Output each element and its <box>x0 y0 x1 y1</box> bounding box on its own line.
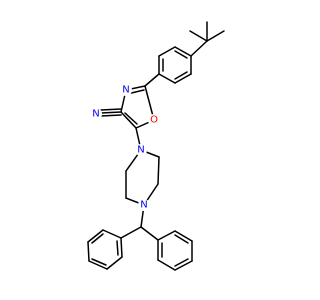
bond <box>102 229 122 239</box>
bond <box>157 156 160 185</box>
bond <box>174 234 189 244</box>
bond <box>174 260 193 271</box>
bond <box>100 108 122 111</box>
piperazine-nitrogen-top-atom: N <box>135 144 147 156</box>
bond <box>120 226 142 239</box>
bond <box>157 230 176 241</box>
atom-label: N <box>140 200 147 211</box>
bond <box>88 260 108 270</box>
bond <box>157 259 176 271</box>
bond <box>100 111 122 114</box>
bond <box>189 30 208 42</box>
atom-label: O <box>150 115 158 126</box>
bond <box>91 233 104 244</box>
bond <box>174 73 192 84</box>
oxazole-oxygen-atom: O <box>148 114 160 126</box>
bond <box>174 258 189 267</box>
oxazole-nitrogen-atom: N <box>120 84 132 96</box>
bond <box>174 230 193 242</box>
atom-label: N <box>92 109 99 120</box>
structure-diagram: N O N N N <box>87 21 225 271</box>
molecule-canvas: N O N N N <box>87 21 225 271</box>
bond <box>174 71 188 80</box>
bond <box>87 229 104 243</box>
atom-label: N <box>122 85 129 96</box>
atom-label-layer: N O N N N <box>90 84 160 211</box>
bond <box>206 30 225 42</box>
bond <box>158 46 176 57</box>
bond <box>100 114 122 117</box>
bond <box>87 241 90 262</box>
bond <box>106 256 123 270</box>
bond <box>144 73 160 87</box>
bond <box>120 237 123 258</box>
bond-layer <box>87 21 225 271</box>
bond <box>116 240 119 256</box>
bond <box>190 40 208 57</box>
bond <box>158 73 176 84</box>
bond <box>120 111 137 129</box>
nitrile-nitrogen-atom: N <box>90 108 102 120</box>
atom-label: N <box>137 145 144 156</box>
bond <box>174 50 188 59</box>
bond <box>91 258 107 266</box>
bond <box>140 226 159 241</box>
piperazine-nitrogen-bottom-atom: N <box>138 199 150 211</box>
bond <box>174 46 192 57</box>
bond <box>124 112 138 125</box>
